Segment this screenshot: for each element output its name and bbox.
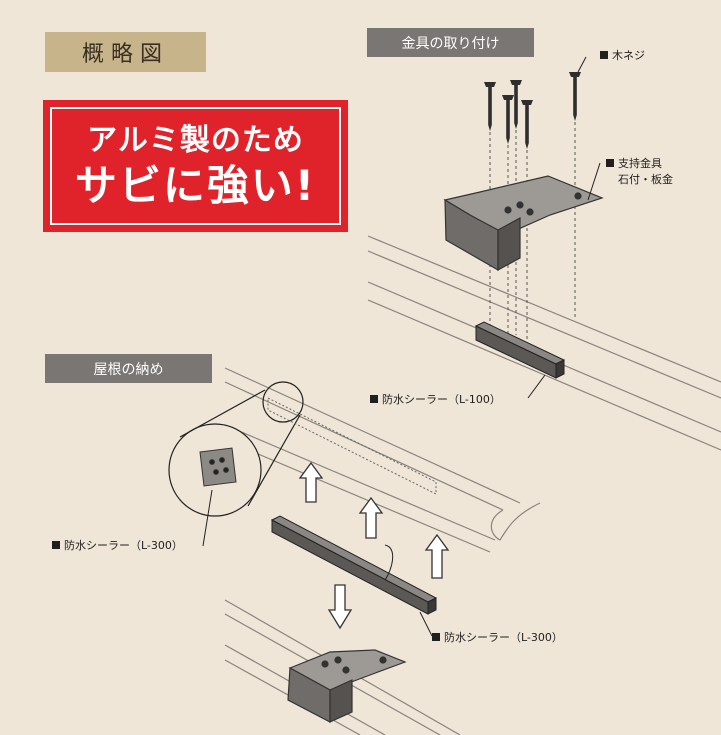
support-bracket-icon (443, 175, 604, 272)
leader-screw (577, 56, 587, 73)
callout-bracket-label-2: 石付・板金 (618, 173, 673, 186)
magnifier-circle-icon (168, 381, 304, 517)
square-bullet-icon (606, 159, 614, 167)
leader-bracket (587, 162, 601, 201)
support-bracket-bottom (287, 649, 407, 723)
callout-screw: 木ネジ (600, 48, 645, 64)
square-bullet-icon (600, 51, 608, 59)
leader-l100 (527, 374, 546, 399)
sealer-strip-icon (474, 321, 566, 379)
callout-bracket-label-1: 支持金具 (618, 157, 662, 170)
wood-screw-icon (484, 72, 581, 149)
callout-screw-label: 木ネジ (612, 49, 645, 62)
callout-sealer-l300-left: 防水シーラー（L-300） (52, 538, 183, 554)
callout-bracket: 支持金具 石付・板金 (606, 156, 673, 188)
callout-sealer-l100-label: 防水シーラー（L-100） (382, 393, 501, 406)
square-bullet-icon (432, 633, 440, 641)
hero-banner: アルミ製のため サビに強い! (43, 100, 348, 232)
roof-panel-top (367, 235, 721, 451)
magnified-bracket (199, 447, 237, 487)
square-bullet-icon (370, 395, 378, 403)
callout-sealer-l300-left-label: 防水シーラー（L-300） (64, 539, 183, 552)
hero-line-1: アルミ製のため (87, 123, 304, 158)
callout-sealer-l300-bottom: 防水シーラー（L-300） (432, 630, 563, 646)
hero-frame: アルミ製のため サビに強い! (50, 107, 341, 225)
square-bullet-icon (52, 541, 60, 549)
hero-line-2: サビに強い! (74, 161, 317, 210)
down-arrow-icon (327, 584, 353, 630)
leader-l300-left (202, 489, 213, 547)
up-arrow-icon (298, 461, 450, 579)
page-title: 概略図 (45, 32, 206, 72)
sealer-strip-long (270, 515, 438, 615)
leader-l300-bottom (419, 611, 433, 637)
ridge-sealer-outline (267, 397, 437, 495)
callout-sealer-l300-bottom-label: 防水シーラー（L-300） (444, 631, 563, 644)
section-label-install: 金具の取り付け (367, 28, 534, 57)
section-label-roof: 屋根の納め (45, 354, 212, 383)
roof-panel-middle (224, 367, 541, 553)
callout-sealer-l100: 防水シーラー（L-100） (370, 392, 501, 408)
